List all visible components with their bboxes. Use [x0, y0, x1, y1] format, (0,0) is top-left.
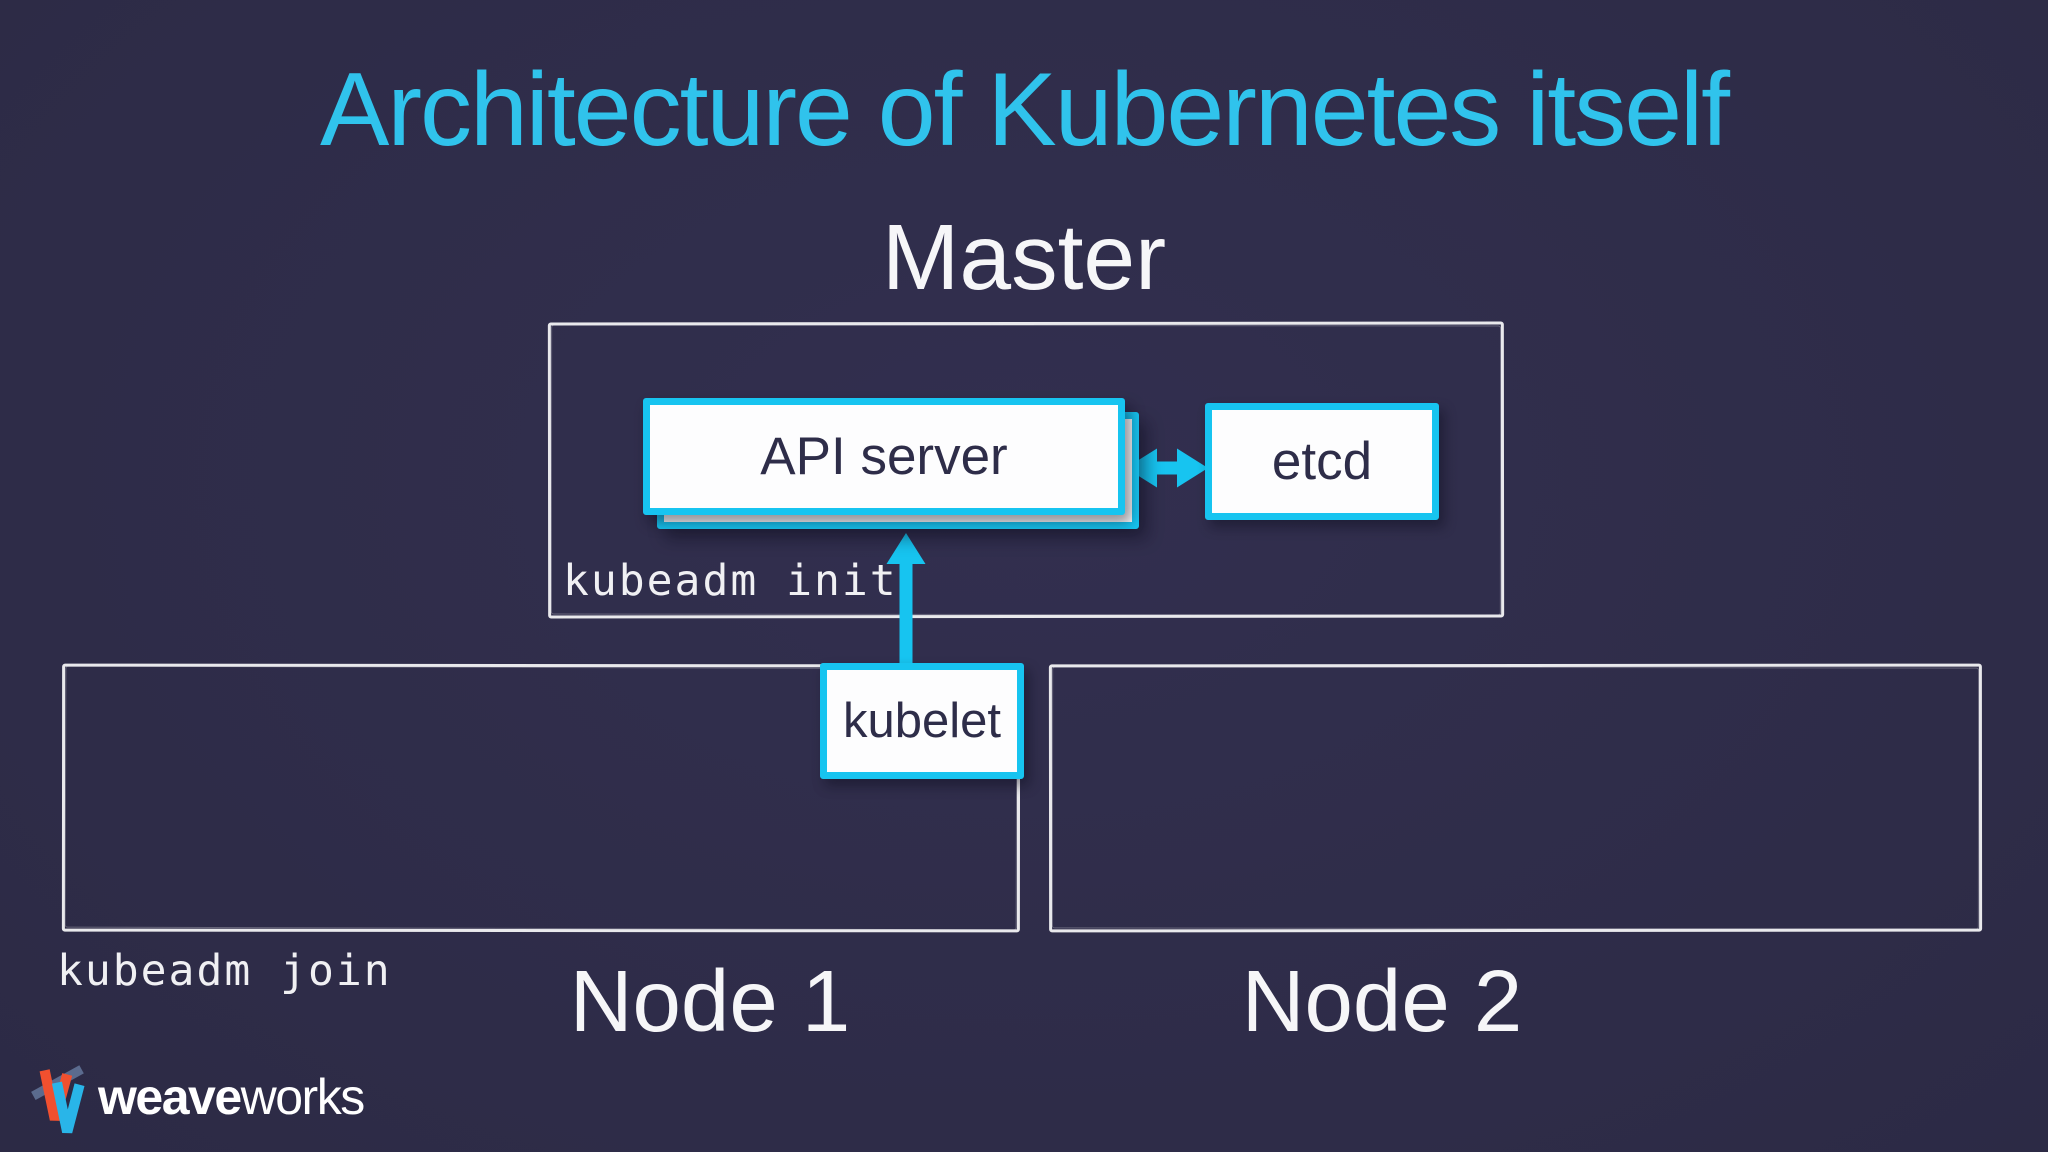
- weaveworks-logo-icon: [31, 1065, 85, 1134]
- api-etcd-arrow: [1126, 448, 1208, 488]
- kubelet-box: kubelet: [820, 663, 1024, 779]
- kubelet-api-arrow: [886, 533, 926, 668]
- node2-label: Node 2: [1241, 953, 1523, 1050]
- brand-weave: weave: [98, 1069, 242, 1125]
- api-server-box: API server: [643, 398, 1125, 515]
- weaveworks-logo: weaveworks: [30, 1058, 366, 1136]
- api-server-label: API server: [760, 427, 1008, 486]
- kubeadm-init-command: kubeadm init: [563, 556, 898, 606]
- node1-label: Node 1: [569, 953, 851, 1050]
- kubeadm-join-command: kubeadm join: [57, 946, 392, 996]
- brand-works: works: [240, 1069, 366, 1125]
- kubelet-label: kubelet: [842, 694, 1001, 748]
- brand-wordmark: weaveworks: [98, 1058, 366, 1136]
- etcd-label: etcd: [1271, 432, 1373, 491]
- slide-title: Architecture of Kubernetes itself: [319, 52, 1730, 168]
- master-label: Master: [881, 205, 1167, 309]
- logo-blue-stroke: [51, 1081, 85, 1134]
- etcd-box: etcd: [1205, 403, 1439, 520]
